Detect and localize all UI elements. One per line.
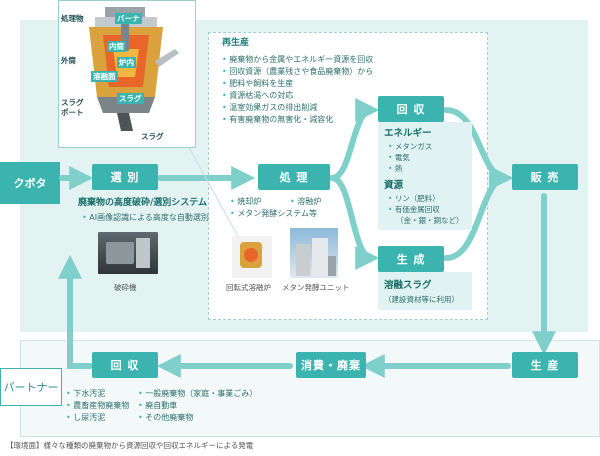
resource-title: 資源: [384, 180, 404, 191]
callout-line: [185, 141, 241, 241]
partner-label: パートナー: [0, 368, 62, 406]
inset-label-inner: 内筒: [107, 41, 126, 52]
generate-panel: [378, 272, 472, 310]
methane-unit-photo: [290, 228, 338, 278]
resource-item: リン（肥料）: [388, 193, 440, 204]
node-generate: 生 成: [378, 246, 444, 272]
rotary-furnace-caption: 回転式溶融炉: [226, 283, 271, 292]
sort-item: AI画像認識による高度な自動選別: [82, 212, 209, 224]
partner-list-1: 下水汚泥 農畜産物廃棄物 し尿汚泥: [66, 388, 129, 424]
node-collect: 回 収: [92, 352, 158, 378]
node-consume: 消費・廃棄: [296, 352, 366, 378]
process-list-a: 焼却炉 メタン発酵システム等: [230, 196, 317, 220]
regen-item: 資源枯渇への対応: [222, 90, 373, 102]
partner-item: その他廃棄物: [138, 412, 257, 424]
energy-title: エネルギー: [384, 128, 432, 139]
partner-item: 廃自動車: [138, 400, 257, 412]
inset-label-slag-port-2: ポート: [61, 108, 84, 117]
slag-sub: （建設資材等に利用）: [384, 295, 459, 304]
furnace-inset: 処理物 バーナ 内筒 外筒 炉内 溶融面 スラグ スラグ ポート スラグ: [58, 0, 196, 148]
process-item: 焼却炉: [230, 196, 317, 208]
sort-detail-list: AI画像認識による高度な自動選別: [82, 212, 209, 224]
node-sales: 販 売: [512, 164, 578, 190]
regen-item: 回収資源（農業残さや食品廃棄物）から: [222, 66, 373, 78]
sort-detail-title: 廃棄物の高度破砕/選別システム: [78, 198, 208, 208]
regeneration-list: 廃棄物から金属やエネルギー資源を回収 回収資源（農業残さや食品廃棄物）から 肥料…: [222, 54, 373, 126]
regeneration-title: 再生産: [222, 38, 250, 48]
arrow-generate-to-sales: [443, 166, 514, 261]
footnote: 【環境面】様々な種類の廃棄物から資源回収や回収エネルギーによる発電: [6, 441, 254, 450]
resource-item: 有価金属回収: [388, 204, 440, 215]
node-recover: 回 収: [378, 96, 444, 122]
energy-item: 熱: [388, 163, 432, 174]
partner-item: 一般廃棄物（家庭・事業ごみ）: [138, 388, 257, 400]
partner-item: 下水汚泥: [66, 388, 129, 400]
partner-item: 農畜産物廃棄物: [66, 400, 129, 412]
crusher-photo: [98, 232, 158, 274]
regen-item: 廃棄物から金属やエネルギー資源を回収: [222, 54, 373, 66]
arrow-process-to-generate: [329, 175, 380, 270]
regen-item: 有害廃棄物の無害化・減容化: [222, 114, 373, 126]
process-item: メタン発酵システム等: [230, 208, 317, 220]
inset-label-material: 処理物: [61, 14, 84, 23]
partner-list-2: 一般廃棄物（家庭・事業ごみ） 廃自動車 その他廃棄物: [138, 388, 257, 424]
kubota-label: クボタ: [0, 162, 60, 204]
energy-list: メタンガス 電気 熱: [388, 141, 433, 174]
node-process: 処 理: [258, 164, 330, 190]
slag-title: 溶融スラグ: [384, 280, 432, 291]
arrow-collect-to-sort: [58, 254, 93, 369]
inset-label-burner: バーナ: [115, 13, 142, 24]
node-sort: 選 別: [92, 164, 158, 190]
inset-label-slag-out: スラグ: [141, 132, 164, 141]
inset-label-furnace: 炉内: [117, 57, 136, 68]
process-list-b: 溶融炉: [290, 196, 321, 208]
methane-unit-caption: メタン発酵ユニット: [282, 283, 350, 292]
crusher-caption: 破砕機: [114, 283, 137, 292]
regen-item: 温室効果ガスの排出削減: [222, 102, 373, 114]
inset-label-slag: スラグ: [117, 93, 144, 104]
resource-list: リン（肥料） 有価金属回収: [388, 193, 440, 215]
energy-item: 電気: [388, 152, 432, 163]
node-production: 生 産: [512, 352, 578, 378]
resource-item-sub: （金・銀・銅など）: [396, 216, 464, 225]
regen-item: 肥料や飼料を生産: [222, 78, 373, 90]
process-item: 溶融炉: [290, 196, 321, 208]
inset-label-slag-port-1: スラグ: [61, 98, 84, 107]
inset-label-outer: 外筒: [61, 56, 76, 65]
rotary-furnace-photo: [232, 236, 272, 278]
inset-label-melt: 溶融面: [91, 71, 118, 82]
energy-item: メタンガス: [388, 141, 433, 152]
partner-item: し尿汚泥: [66, 412, 129, 424]
